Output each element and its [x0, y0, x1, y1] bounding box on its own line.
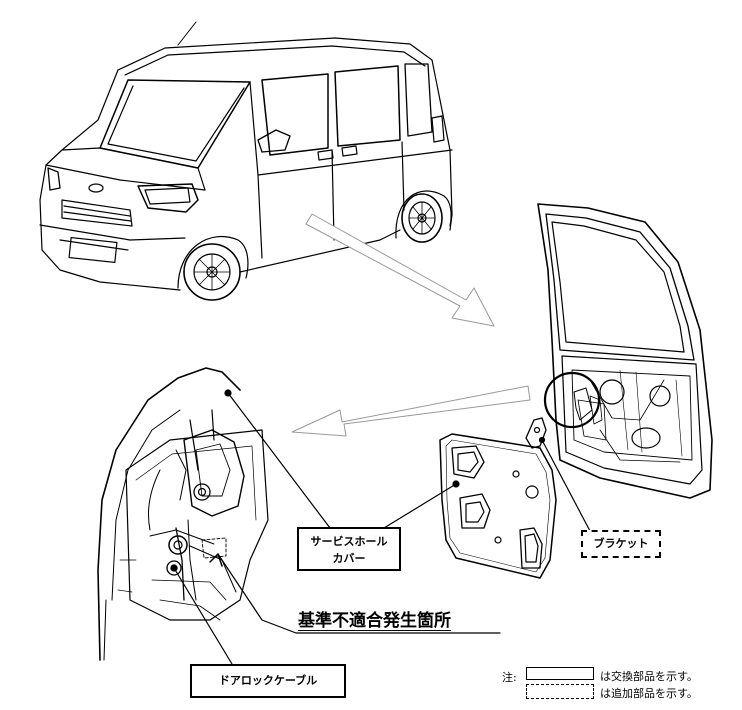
- door-lock-cable-label: ドアロックケーブル: [190, 664, 346, 698]
- legend-dashed-box: [526, 684, 594, 699]
- legend-added-text: は追加部品を示す。: [600, 687, 698, 700]
- legend-solid-box: [526, 667, 594, 680]
- legend-prefix: 注:: [502, 671, 517, 684]
- car-illustration: [39, 21, 453, 301]
- leader-lines: [170, 389, 591, 665]
- circle-highlight-icon: [543, 371, 601, 429]
- nonconformity-location-label: 基準不適合発生箇所: [298, 611, 451, 631]
- hollow-arrow-icon: [291, 385, 531, 437]
- service-hole-cover-line2: カバー: [332, 552, 366, 565]
- service-hole-cover-label: サービスホール カバー: [297, 527, 401, 571]
- service-hole-cover-line1: サービスホール: [310, 535, 388, 548]
- legend-replacement-text: は交換部品を示す。: [600, 670, 698, 683]
- service-hole-cover-illustration: [439, 433, 557, 579]
- bracket-label: ブラケット: [581, 530, 661, 558]
- hollow-arrow-icon: [305, 213, 495, 327]
- bracket-illustration: [525, 417, 547, 449]
- door-illustration: [537, 203, 713, 499]
